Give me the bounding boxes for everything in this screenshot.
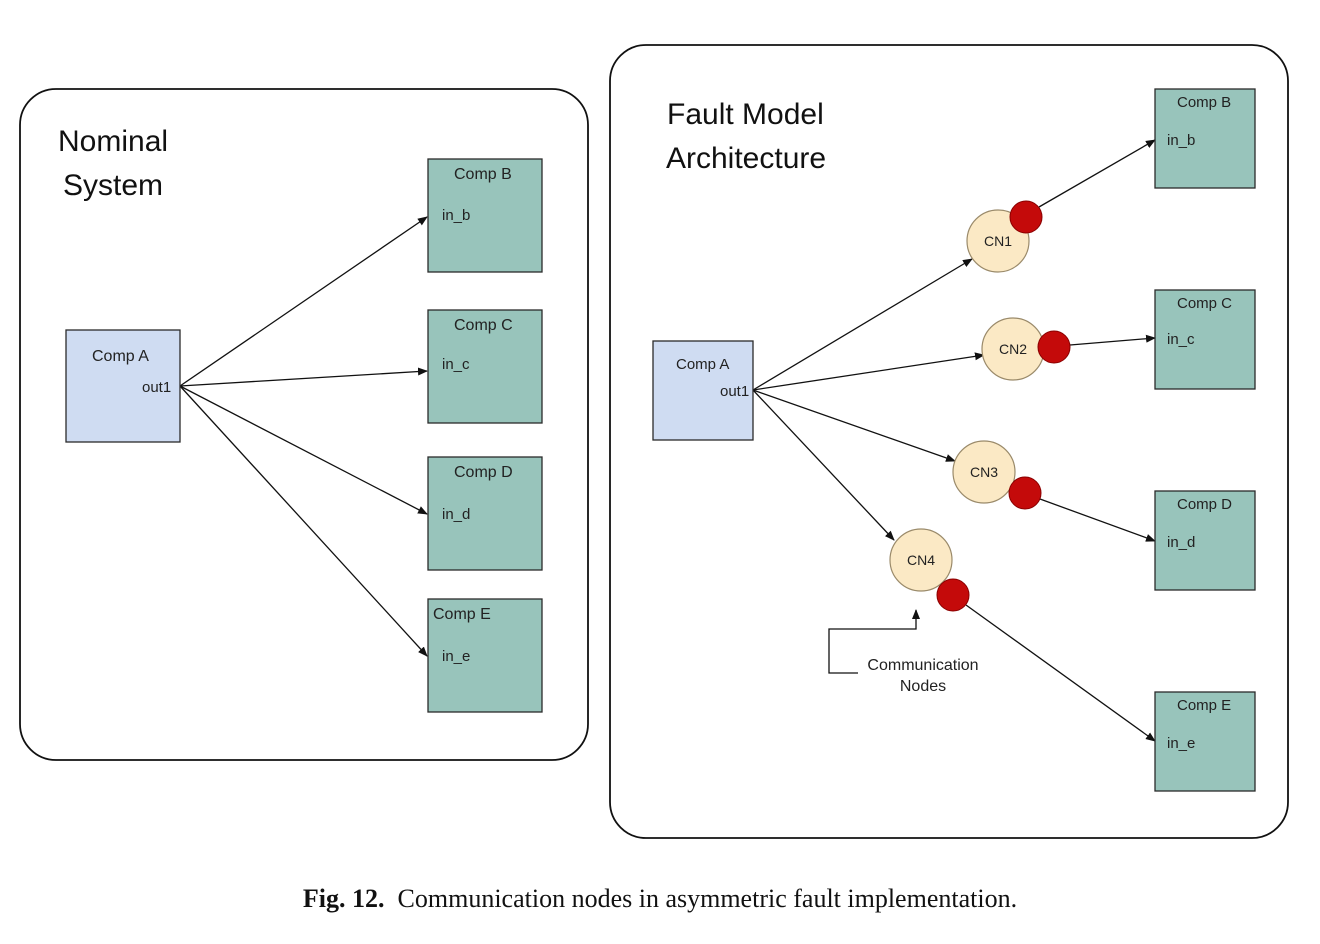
nominal-comp-d-name: Comp D bbox=[454, 464, 513, 481]
nominal-comp-b-port: in_b bbox=[442, 207, 470, 224]
fault-comp-d-name: Comp D bbox=[1177, 496, 1232, 513]
fault-title-line2: Architecture bbox=[666, 142, 826, 175]
nominal-comp-c-port: in_c bbox=[442, 356, 470, 373]
cn2-label: CN2 bbox=[999, 341, 1027, 357]
fault-panel bbox=[609, 44, 1289, 839]
nominal-title-line1: Nominal bbox=[58, 125, 168, 158]
nominal-comp-d bbox=[427, 456, 543, 571]
nominal-comp-d-port: in_d bbox=[442, 506, 470, 523]
cn1-label: CN1 bbox=[984, 233, 1012, 249]
nominal-edge-c bbox=[179, 367, 428, 387]
cn4-label: CN4 bbox=[907, 552, 935, 568]
nominal-edge-e bbox=[179, 385, 428, 657]
nominal-comp-a bbox=[65, 329, 181, 443]
nominal-comp-e-name: Comp E bbox=[433, 606, 491, 623]
nominal-comp-a-port: out1 bbox=[142, 379, 171, 396]
nominal-edge-b bbox=[179, 216, 428, 387]
cn1-fault-marker bbox=[1009, 200, 1043, 234]
nominal-title-line2: System bbox=[63, 169, 163, 202]
fault-edge-cn4-e bbox=[965, 604, 1156, 742]
nominal-comp-b-name: Comp B bbox=[454, 166, 512, 183]
callout-line2: Nodes bbox=[900, 678, 946, 695]
caption-label: Fig. 12. bbox=[302, 884, 385, 913]
callout-arrow bbox=[828, 609, 920, 674]
fault-edge-cn3-d bbox=[1039, 498, 1156, 542]
cn4-node bbox=[889, 528, 953, 592]
fault-comp-d bbox=[1154, 490, 1256, 591]
fault-comp-c bbox=[1154, 289, 1256, 390]
fault-comp-e-port: in_e bbox=[1167, 735, 1195, 752]
nominal-comp-e-port: in_e bbox=[442, 648, 470, 665]
fault-comp-a bbox=[652, 340, 754, 441]
nominal-comp-c bbox=[427, 309, 543, 424]
nominal-edge-d bbox=[179, 385, 428, 515]
cn2-fault-marker bbox=[1037, 330, 1071, 364]
fault-comp-d-port: in_d bbox=[1167, 534, 1195, 551]
fault-comp-b-port: in_b bbox=[1167, 132, 1195, 149]
fault-edge-a-cn2 bbox=[752, 352, 985, 391]
nominal-comp-a-name: Comp A bbox=[92, 348, 149, 365]
fault-edge-a-cn3 bbox=[752, 389, 956, 462]
fault-comp-e-name: Comp E bbox=[1177, 697, 1231, 714]
fault-comp-b bbox=[1154, 88, 1256, 189]
nominal-comp-c-name: Comp C bbox=[454, 317, 513, 334]
fault-comp-b-name: Comp B bbox=[1177, 94, 1231, 111]
fault-comp-a-name: Comp A bbox=[676, 356, 729, 373]
fault-comp-e bbox=[1154, 691, 1256, 792]
nominal-comp-e bbox=[427, 598, 543, 713]
caption-text: Communication nodes in asymmetric fault … bbox=[397, 884, 1018, 913]
cn3-node bbox=[952, 440, 1016, 504]
fault-edge-a-cn1 bbox=[752, 258, 973, 391]
fault-edge-a-cn4 bbox=[752, 389, 895, 541]
cn4-fault-marker bbox=[936, 578, 970, 612]
figure-caption: Fig. 12. Communication nodes in asymmetr… bbox=[0, 884, 1320, 914]
fault-comp-a-port: out1 bbox=[720, 383, 749, 400]
fault-title-line1: Fault Model bbox=[667, 98, 824, 131]
fault-comp-c-port: in_c bbox=[1167, 331, 1195, 348]
nominal-comp-b bbox=[427, 158, 543, 273]
fault-comp-c-name: Comp C bbox=[1177, 295, 1232, 312]
cn3-label: CN3 bbox=[970, 464, 998, 480]
fault-edge-cn2-c bbox=[1069, 334, 1156, 346]
callout-line1: Communication bbox=[867, 657, 978, 674]
fault-edge-cn1-b bbox=[1038, 139, 1156, 208]
cn3-fault-marker bbox=[1008, 476, 1042, 510]
